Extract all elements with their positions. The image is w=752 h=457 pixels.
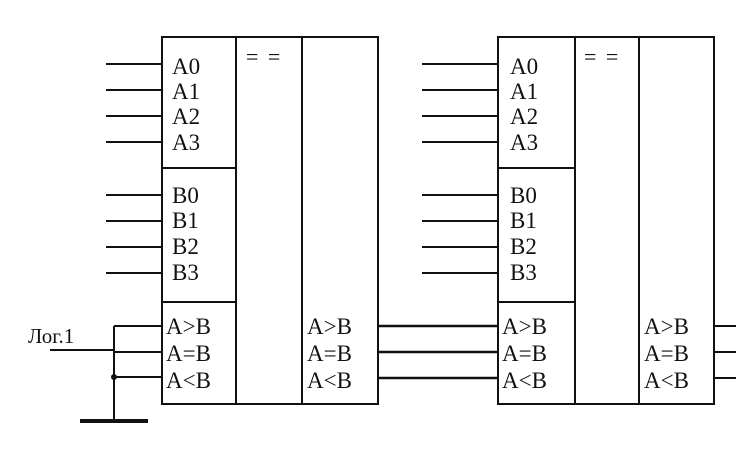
chip-1-output-lt: A<B: [307, 368, 352, 393]
chip-1-input-a0: A0: [172, 54, 200, 79]
chip-1-equal-symbol: = =: [246, 44, 282, 69]
cascade-connections: [378, 324, 498, 380]
chip-1-input-a2: A2: [172, 104, 200, 129]
chip-1-cascade-in-lt: A<B: [166, 368, 211, 393]
chip-2-input-a2: A2: [510, 104, 538, 129]
chip-1-input-a1: A1: [172, 79, 200, 104]
chip-2-input-a1: A1: [510, 79, 538, 104]
chip-1-output-gt: A>B: [307, 314, 352, 339]
chip-1-output-eq: A=B: [307, 341, 352, 366]
chip-2-input-wires: [422, 63, 498, 274]
logic-one-label: Лог.1: [28, 324, 74, 348]
logic-one-and-ground: Лог.1: [28, 324, 162, 423]
chip-1-input-b1: B1: [172, 208, 199, 233]
chip-1-cascade-in-eq: A=B: [166, 341, 211, 366]
chip-2-output-eq: A=B: [644, 341, 689, 366]
chip-1-cascade-in-gt: A>B: [166, 314, 211, 339]
chip-2-input-b3: B3: [510, 260, 537, 285]
chip-2-input-b1: B1: [510, 208, 537, 233]
chip-1-input-b0: B0: [172, 183, 199, 208]
comparator-chip-1: = = A0 A1 A2 A3 B0 B1 B2 B3 A>B A=B A<B …: [106, 36, 379, 405]
chip-2-cascade-in-lt: A<B: [502, 368, 547, 393]
comparator-chip-2: = = A0 A1 A2 A3 B0 B1 B2 B3 A>B A=B A<B …: [422, 36, 736, 405]
chip-1-input-wires: [106, 63, 162, 274]
junction-dot: [111, 374, 117, 380]
chip-2-input-b0: B0: [510, 183, 537, 208]
chip-2-equal-symbol: = =: [584, 44, 620, 69]
chip-2-input-b2: B2: [510, 234, 537, 259]
chip-2-output-wires: [714, 325, 736, 379]
chip-2-cascade-in-eq: A=B: [502, 341, 547, 366]
chip-2-input-a0: A0: [510, 54, 538, 79]
chip-1-input-b2: B2: [172, 234, 199, 259]
chip-2-input-a3: A3: [510, 130, 538, 155]
chip-2-output-gt: A>B: [644, 314, 689, 339]
chip-2-output-lt: A<B: [644, 368, 689, 393]
chip-2-cascade-in-gt: A>B: [502, 314, 547, 339]
chip-1-input-b3: B3: [172, 260, 199, 285]
chip-1-input-a3: A3: [172, 130, 200, 155]
